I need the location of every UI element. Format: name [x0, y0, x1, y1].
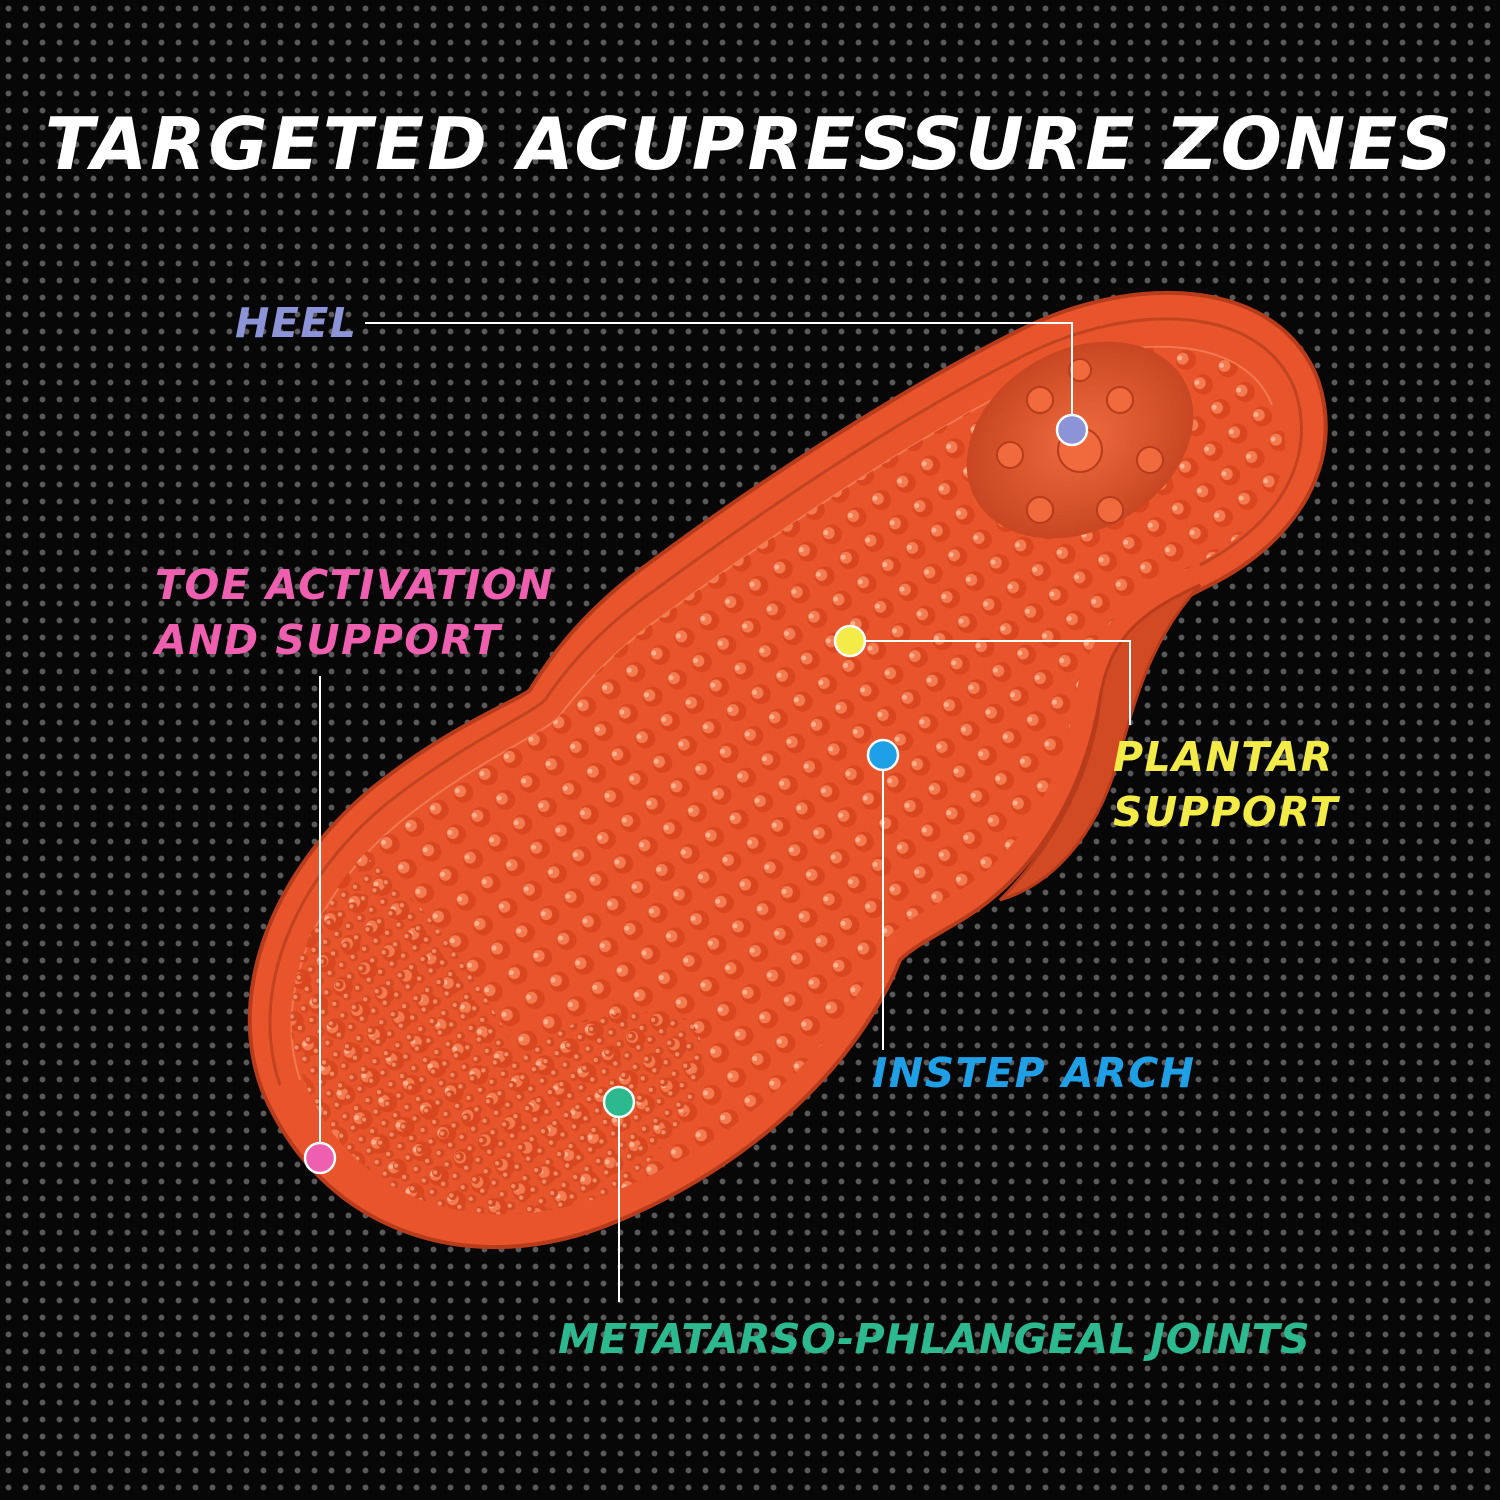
arch-panel [998, 583, 1202, 902]
plantar-marker-dot [833, 624, 867, 658]
metatarso-label: METATARSO-PHLANGEAL JOINTS [558, 1312, 1310, 1367]
heel-label-text: HEEL [235, 299, 358, 347]
metatarso-marker-dot [602, 1085, 636, 1119]
toe-marker-dot [303, 1141, 337, 1175]
instep-marker-dot [866, 738, 900, 772]
toe-texture [290, 860, 618, 1215]
toe-label: TOE ACTIVATION AND SUPPORT [155, 558, 554, 668]
heel-marker-dot [1055, 413, 1089, 447]
metatarso-label-text: METATARSO-PHLANGEAL JOINTS [558, 1315, 1311, 1363]
instep-label: INSTEP ARCH [872, 1046, 1196, 1101]
plantar-label-line1: PLANTAR [1113, 733, 1334, 781]
leader-lines [319, 322, 1131, 1302]
plantar-label-line2: SUPPORT [1113, 788, 1339, 836]
insole-texture [291, 347, 1286, 1215]
page-title: TARGETED ACUPRESSURE ZONES [44, 102, 1456, 186]
toe-label-line2: AND SUPPORT [155, 616, 502, 664]
heel-label: HEEL [235, 296, 357, 351]
plantar-label: PLANTAR SUPPORT [1113, 730, 1339, 840]
toe-label-line1: TOE ACTIVATION [155, 561, 555, 609]
instep-label-text: INSTEP ARCH [872, 1049, 1196, 1097]
